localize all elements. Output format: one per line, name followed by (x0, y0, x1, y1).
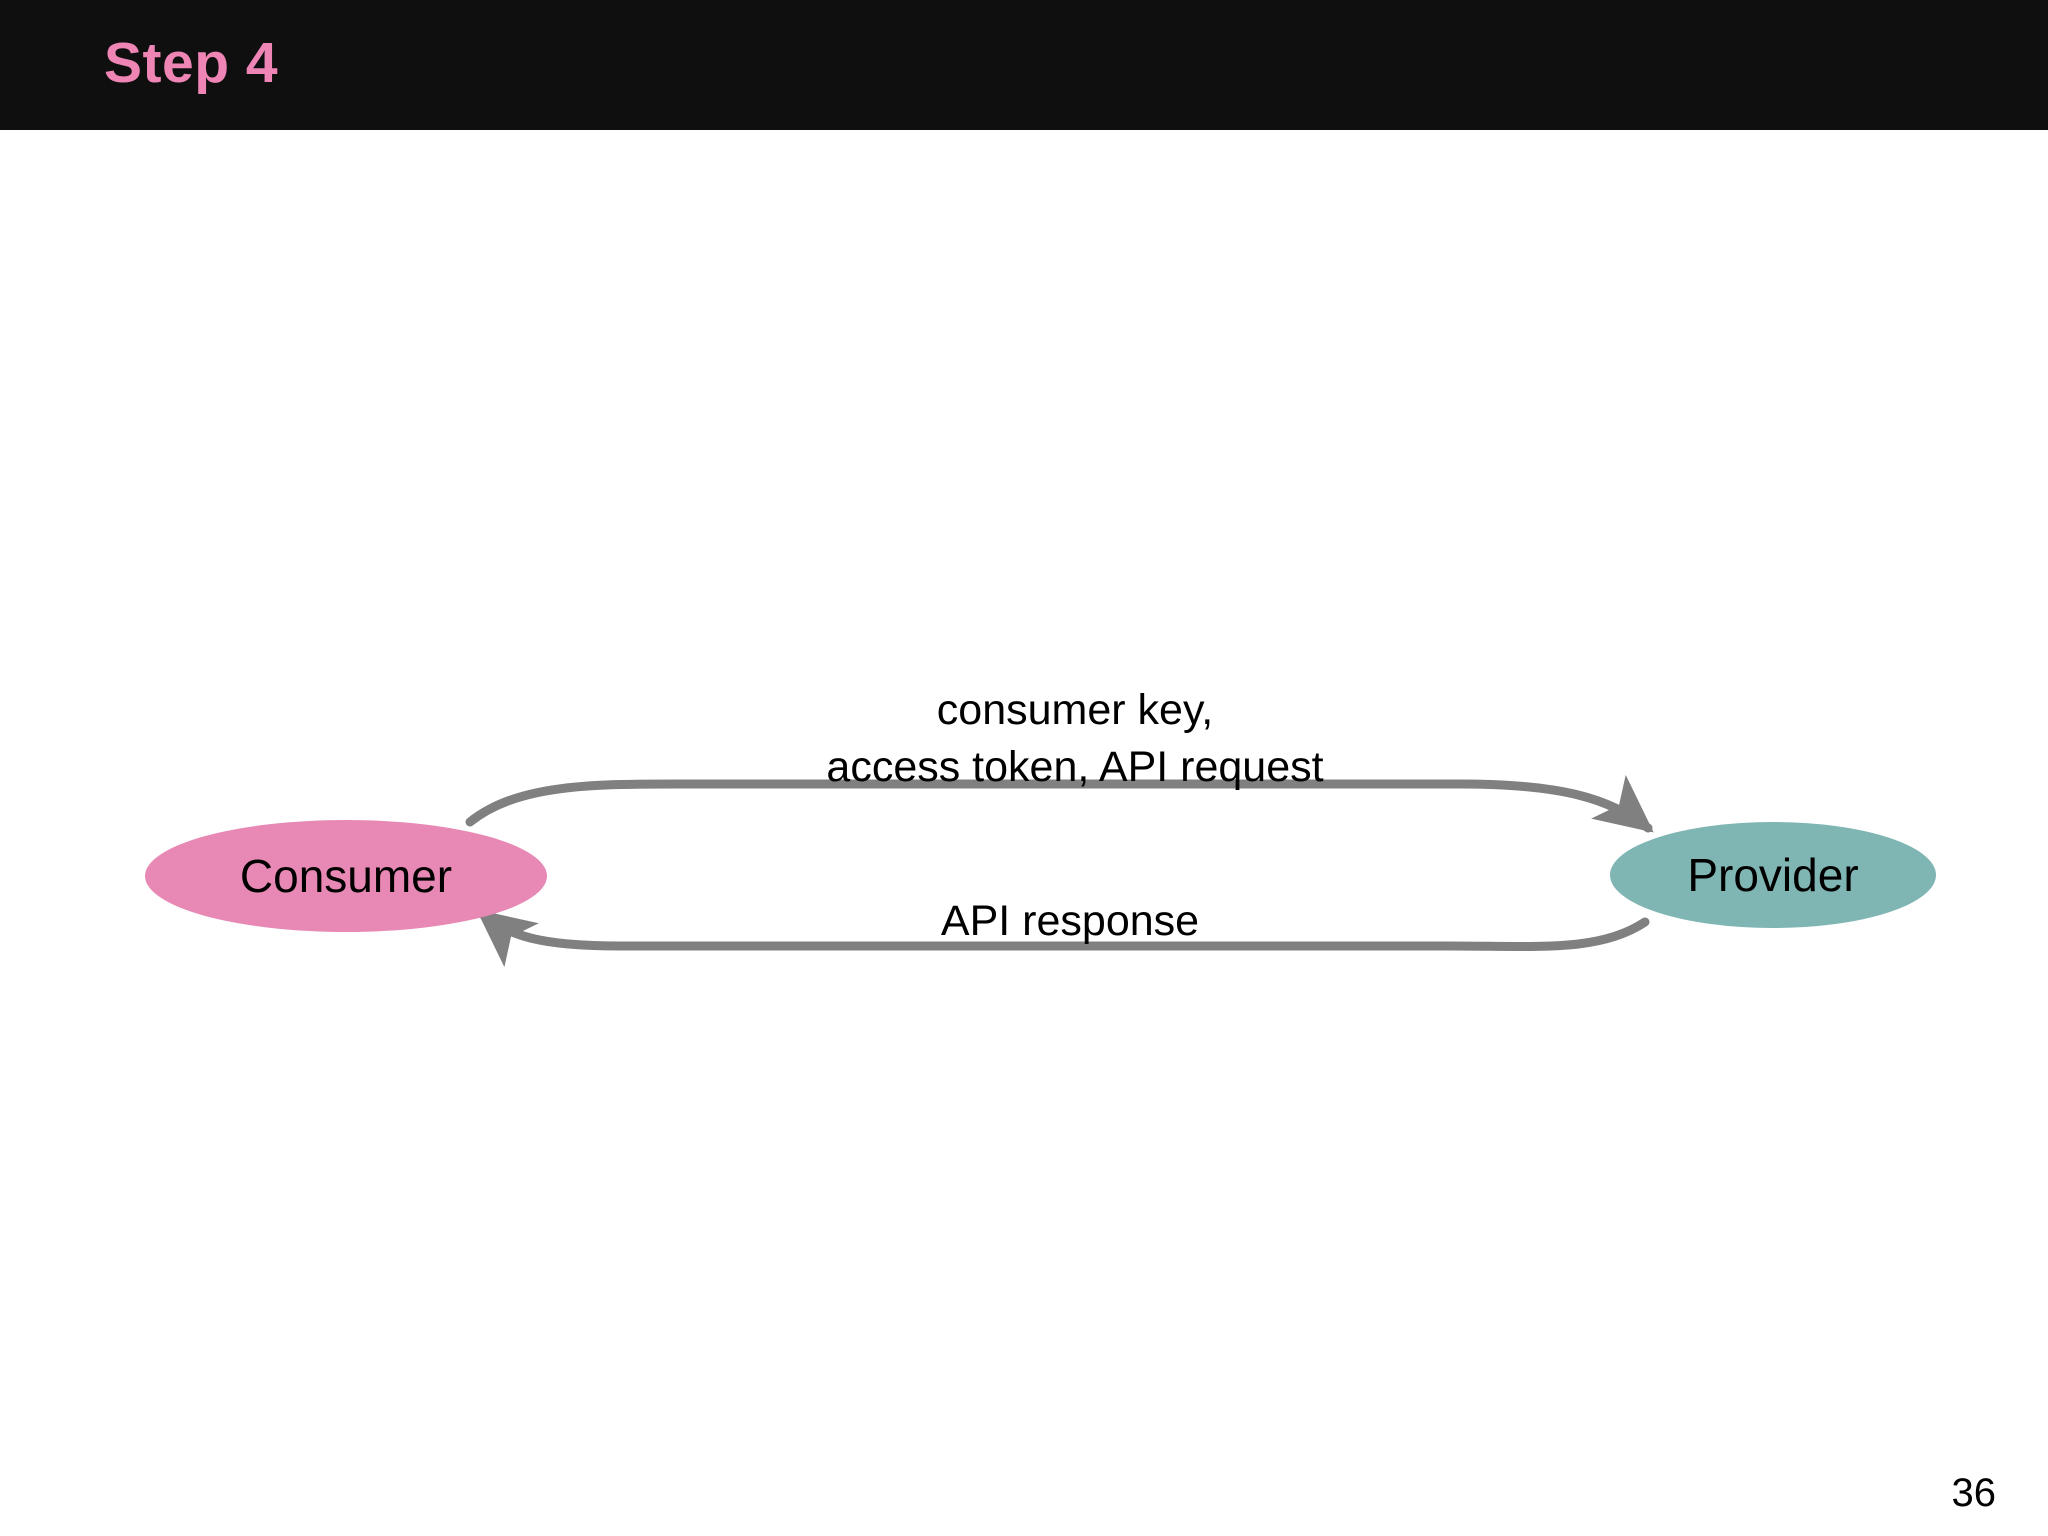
node-provider-label: Provider (1687, 849, 1859, 901)
edge-request-label-line-1: consumer key, (936, 686, 1214, 734)
edge-request-label: consumer key, access token, API request (620, 682, 1530, 796)
edge-response-arrow (476, 909, 1650, 968)
edge-request-label-line-2: access token, API request (826, 742, 1324, 791)
slide-header-band (0, 0, 2048, 130)
node-provider[interactable]: Provider (1610, 822, 1936, 928)
node-consumer-label: Consumer (239, 850, 453, 902)
edge-request-arrow (465, 774, 1654, 833)
node-consumer[interactable]: Consumer (145, 820, 547, 932)
page-number: 36 (1951, 1471, 1997, 1515)
edge-response-label-line-1: API response (940, 897, 1200, 945)
edge-response-label: API response (700, 893, 1440, 950)
page-title: Step 4 (104, 31, 279, 95)
